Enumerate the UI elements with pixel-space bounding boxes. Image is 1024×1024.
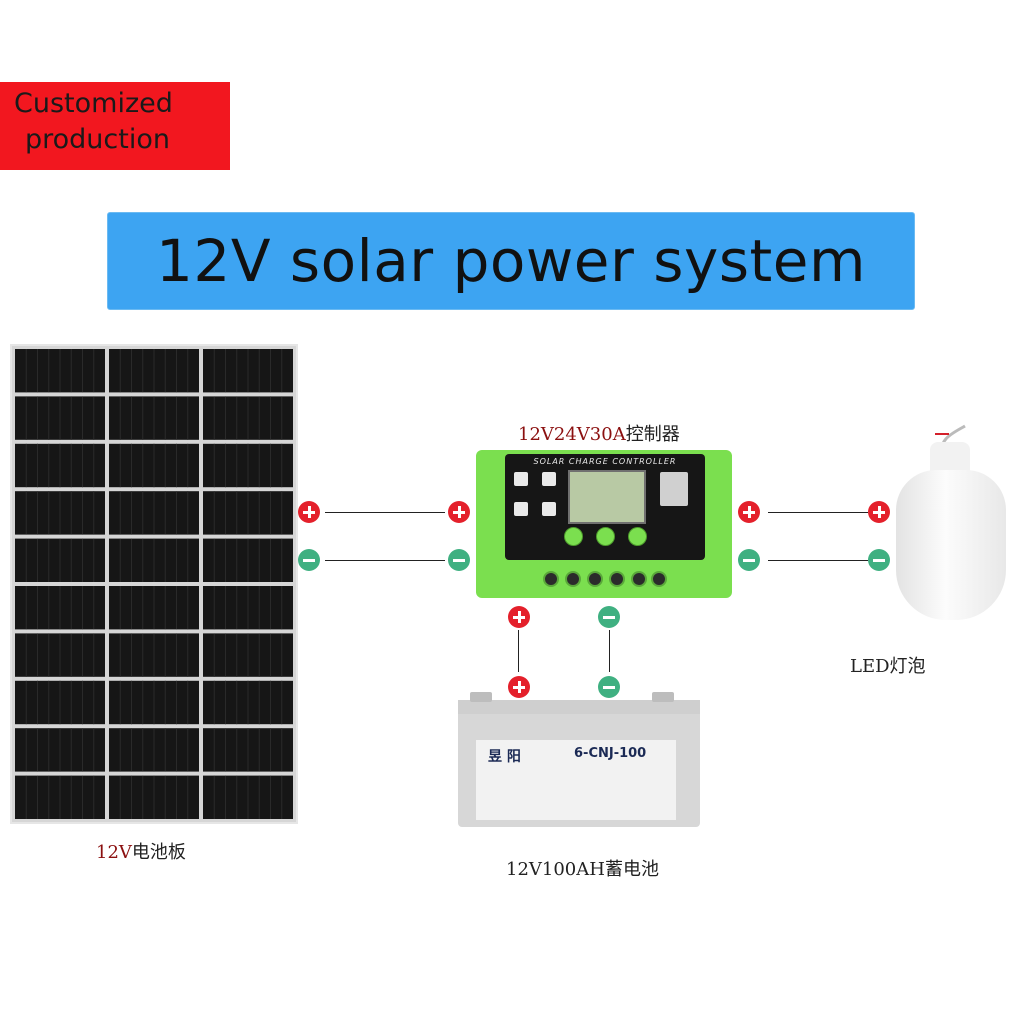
panel-caption: 12V电池板 [96, 838, 186, 864]
badge-line-1: Customized [14, 88, 173, 119]
plus-terminal-icon [298, 501, 320, 523]
sign-bar [303, 558, 315, 562]
battery-lid [458, 700, 700, 714]
controller-terminal [609, 571, 625, 587]
sign-bar [517, 611, 521, 623]
minus-terminal-icon [738, 549, 760, 571]
controller-caption: 12V24V30A控制器 [518, 420, 680, 446]
sign-bar [453, 558, 465, 562]
solar-panel-image [10, 344, 298, 824]
sign-bar [743, 558, 755, 562]
controller-caption-label: 控制器 [625, 424, 680, 445]
controller-terminal [651, 571, 667, 587]
minus-terminal-icon [298, 549, 320, 571]
plus-terminal-icon [508, 606, 530, 628]
wire-panel-negative [325, 560, 445, 561]
sign-bar [877, 506, 881, 518]
controller-face-label: SOLAR CHARGE CONTROLLER [533, 457, 677, 466]
plus-terminal-icon [448, 501, 470, 523]
wire-bulb-positive [768, 512, 868, 513]
plus-terminal-icon [738, 501, 760, 523]
battery-post [470, 692, 492, 702]
battery-caption: 12V100AH蓄电池 [506, 859, 659, 880]
panel-caption-voltage: 12V [96, 842, 132, 863]
controller-terminal [631, 571, 647, 587]
sign-bar [603, 685, 615, 689]
sign-bar [457, 506, 461, 518]
wire-bulb-negative [768, 560, 868, 561]
customized-production-badge: Customized production [0, 82, 230, 170]
page-title: 12V solar power system [156, 227, 866, 295]
led-bulb-image [896, 470, 1006, 620]
bulb-caption: LED灯泡 [850, 656, 926, 677]
controller-icon [514, 472, 528, 486]
battery-brand: 昱 阳 [488, 749, 521, 765]
battery-model: 6-CNJ-100 [574, 746, 647, 761]
sign-bar [873, 558, 885, 562]
minus-terminal-icon [448, 549, 470, 571]
minus-terminal-icon [598, 606, 620, 628]
sign-bar [747, 506, 751, 518]
wire-battery-negative [609, 630, 610, 672]
controller-terminal [543, 571, 559, 587]
solar-panel-cells [15, 349, 293, 819]
wire-panel-positive [325, 512, 445, 513]
wire-battery-positive [518, 630, 519, 672]
controller-icon [542, 502, 556, 516]
plus-terminal-icon [508, 676, 530, 698]
controller-icon [514, 502, 528, 516]
controller-button [596, 527, 615, 546]
sign-bar [307, 506, 311, 518]
usb-port-icon [660, 472, 688, 506]
controller-button [564, 527, 583, 546]
controller-icon [542, 472, 556, 486]
battery-label: 昱 阳 6-CNJ-100 [476, 740, 676, 820]
controller-terminal [565, 571, 581, 587]
controller-button [628, 527, 647, 546]
controller-lcd-screen [568, 470, 646, 524]
sign-bar [603, 615, 615, 619]
title-banner: 12V solar power system [107, 212, 915, 310]
panel-caption-label: 电池板 [131, 842, 186, 863]
battery-post [652, 692, 674, 702]
controller-caption-spec: 12V24V30A [518, 424, 626, 445]
sign-bar [517, 681, 521, 693]
controller-terminal [587, 571, 603, 587]
plus-terminal-icon [868, 501, 890, 523]
minus-terminal-icon [598, 676, 620, 698]
minus-terminal-icon [868, 549, 890, 571]
badge-line-2: production [25, 124, 170, 155]
